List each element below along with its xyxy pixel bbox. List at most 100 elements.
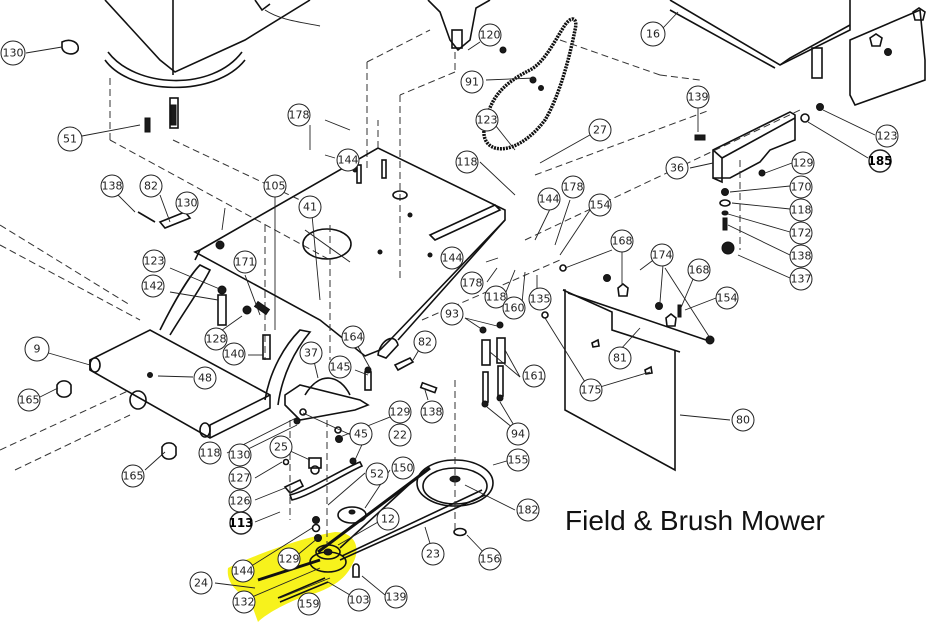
callout-130[interactable]: 130 [228,443,252,467]
svg-text:168: 168 [689,264,710,277]
callout-16[interactable]: 16 [640,21,666,47]
callout-145[interactable]: 145 [328,355,352,379]
callout-161[interactable]: 161 [522,364,546,388]
callout-140[interactable]: 140 [222,342,246,366]
svg-text:16: 16 [646,28,660,41]
callout-12[interactable]: 12 [376,507,400,531]
callout-118[interactable]: 118 [198,441,222,465]
callout-80[interactable]: 80 [731,408,755,432]
callout-185[interactable]: 185 [867,149,893,173]
callout-150[interactable]: 150 [391,456,415,480]
callout-9[interactable]: 9 [24,336,50,362]
callout-168[interactable]: 168 [610,229,634,253]
callout-103[interactable]: 103 [347,588,371,612]
callout-118[interactable]: 118 [484,285,508,309]
callout-25[interactable]: 25 [269,435,293,459]
callout-36[interactable]: 36 [665,156,689,180]
callout-144[interactable]: 144 [231,559,255,583]
callout-93[interactable]: 93 [440,302,464,326]
callout-129[interactable]: 129 [388,400,412,424]
callout-118[interactable]: 118 [789,198,813,222]
callout-41[interactable]: 41 [298,195,322,219]
callout-178[interactable]: 178 [460,271,484,295]
belt-drive [257,380,494,603]
svg-text:82: 82 [144,180,158,193]
callout-81[interactable]: 81 [608,346,632,370]
callout-27[interactable]: 27 [588,118,612,142]
callout-82[interactable]: 82 [139,174,163,198]
svg-text:171: 171 [235,256,256,269]
svg-text:144: 144 [442,252,463,265]
svg-text:168: 168 [612,235,633,248]
callout-94[interactable]: 94 [506,422,530,446]
callout-139[interactable]: 139 [384,585,408,609]
callout-159[interactable]: 159 [297,592,321,616]
callout-144[interactable]: 144 [537,187,561,211]
callout-123[interactable]: 123 [875,124,899,148]
callout-113[interactable]: 113 [228,511,254,535]
callout-144[interactable]: 144 [440,246,464,270]
svg-text:27: 27 [593,124,607,137]
callout-126[interactable]: 126 [228,489,252,513]
callout-142[interactable]: 142 [141,274,165,298]
callout-170[interactable]: 170 [789,175,813,199]
callout-127[interactable]: 127 [228,466,252,490]
callout-118[interactable]: 118 [455,150,479,174]
callout-51[interactable]: 51 [57,126,83,152]
callout-105[interactable]: 105 [263,174,287,198]
callout-135[interactable]: 135 [528,287,552,311]
callout-154[interactable]: 154 [588,193,612,217]
callout-129[interactable]: 129 [277,547,301,571]
svg-text:178: 178 [462,277,483,290]
callout-138[interactable]: 138 [420,400,444,424]
callout-182[interactable]: 182 [516,498,540,522]
svg-text:37: 37 [304,347,318,360]
svg-text:51: 51 [63,133,77,146]
callout-175[interactable]: 175 [579,378,603,402]
callout-45[interactable]: 45 [349,422,373,446]
callout-23[interactable]: 23 [421,542,445,566]
callout-165[interactable]: 165 [121,464,145,488]
diagram-title: Field & Brush Mower [565,505,825,536]
deflector-plate [541,264,715,472]
svg-text:123: 123 [877,130,898,143]
callout-137[interactable]: 137 [789,267,813,291]
callout-160[interactable]: 160 [502,296,526,320]
callout-165[interactable]: 165 [17,388,41,412]
callout-129[interactable]: 129 [791,151,815,175]
callout-168[interactable]: 168 [687,258,711,282]
callout-120[interactable]: 120 [478,23,502,47]
callout-24[interactable]: 24 [189,571,213,595]
callout-130[interactable]: 130 [175,191,199,215]
callout-139[interactable]: 139 [686,85,710,109]
callout-128[interactable]: 128 [204,327,228,351]
callout-123[interactable]: 123 [142,249,166,273]
svg-text:25: 25 [274,441,288,454]
callout-37[interactable]: 37 [299,341,323,365]
callout-171[interactable]: 171 [233,250,257,274]
svg-text:103: 103 [349,594,370,607]
callout-178[interactable]: 178 [561,175,585,199]
callout-172[interactable]: 172 [789,221,813,245]
callout-130[interactable]: 130 [0,40,26,66]
callout-156[interactable]: 156 [478,547,502,571]
callout-82[interactable]: 82 [413,330,437,354]
callout-164[interactable]: 164 [341,325,365,349]
svg-text:130: 130 [230,449,251,462]
svg-text:130: 130 [3,47,24,60]
callout-178[interactable]: 178 [287,103,311,127]
center-bracket [284,259,561,421]
callout-52[interactable]: 52 [365,462,389,486]
callout-154[interactable]: 154 [715,286,739,310]
svg-text:81: 81 [613,352,627,365]
callout-123[interactable]: 123 [475,108,499,132]
callout-138[interactable]: 138 [789,244,813,268]
callout-91[interactable]: 91 [460,70,484,94]
callout-144[interactable]: 144 [336,148,360,172]
callout-138[interactable]: 138 [100,174,124,198]
callout-155[interactable]: 155 [506,448,530,472]
callout-174[interactable]: 174 [650,243,674,267]
callout-132[interactable]: 132 [232,590,256,614]
callout-48[interactable]: 48 [193,366,217,390]
callout-22[interactable]: 22 [388,423,412,447]
